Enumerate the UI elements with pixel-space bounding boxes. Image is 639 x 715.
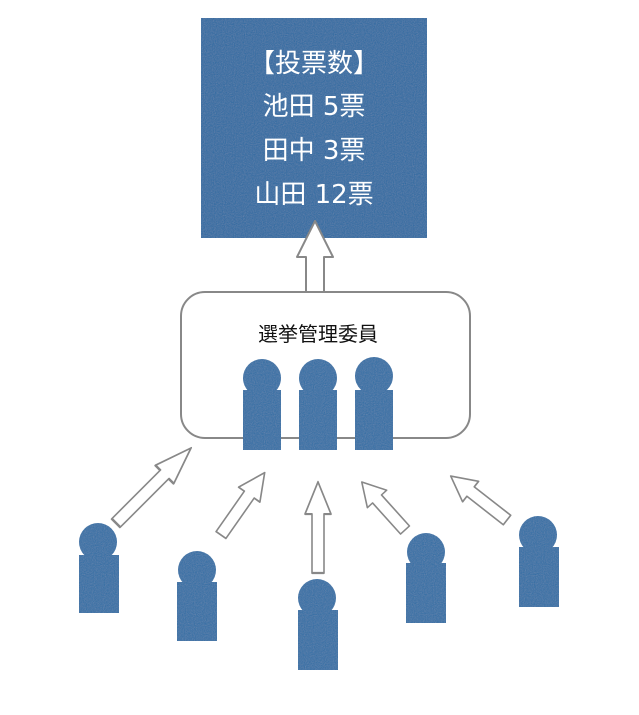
committee-member-3 <box>355 357 393 450</box>
committee-member-1-body <box>243 390 281 450</box>
voter-5 <box>519 516 559 607</box>
voter-3 <box>298 579 338 670</box>
voter-3-body <box>298 610 338 670</box>
voter-4 <box>406 533 446 623</box>
committee-member-3-head <box>355 357 393 395</box>
arrow-voter-3 <box>304 480 332 575</box>
arrow-committee-to-results <box>296 220 334 293</box>
voter-1-head <box>79 523 117 561</box>
arrow-voter-2 <box>215 471 266 540</box>
results-panel-background <box>201 18 427 238</box>
arrow-voter-4 <box>360 481 411 535</box>
arrow-voter-5 <box>449 475 512 526</box>
result-line-yamada: 山田 12票 <box>254 180 373 210</box>
result-line-tanaka: 田中 3票 <box>263 136 366 166</box>
committee-member-2-body <box>299 390 337 450</box>
arrow-voter-1 <box>110 446 193 529</box>
committee-member-1 <box>243 359 281 450</box>
voter-2-head <box>178 551 216 589</box>
voter-2-body <box>177 582 217 641</box>
voter-1-body <box>79 555 119 613</box>
committee-member-2-head <box>299 359 337 397</box>
voter-4-head <box>407 533 445 571</box>
voter-2 <box>177 551 217 641</box>
committee-label: 選挙管理委員 <box>258 322 378 346</box>
results-header: 【投票数】 <box>249 49 379 79</box>
voter-4-body <box>406 563 446 623</box>
voter-5-body <box>519 547 559 607</box>
voter-1 <box>79 523 119 613</box>
committee-member-3-body <box>355 390 393 450</box>
committee-member-2 <box>299 359 337 450</box>
result-line-ikeda: 池田 5票 <box>263 92 366 122</box>
committee-member-1-head <box>243 359 281 397</box>
results-panel: 【投票数】 池田 5票 田中 3票 山田 12票 <box>201 18 427 238</box>
voter-3-head <box>298 579 336 617</box>
voter-5-head <box>519 516 557 554</box>
